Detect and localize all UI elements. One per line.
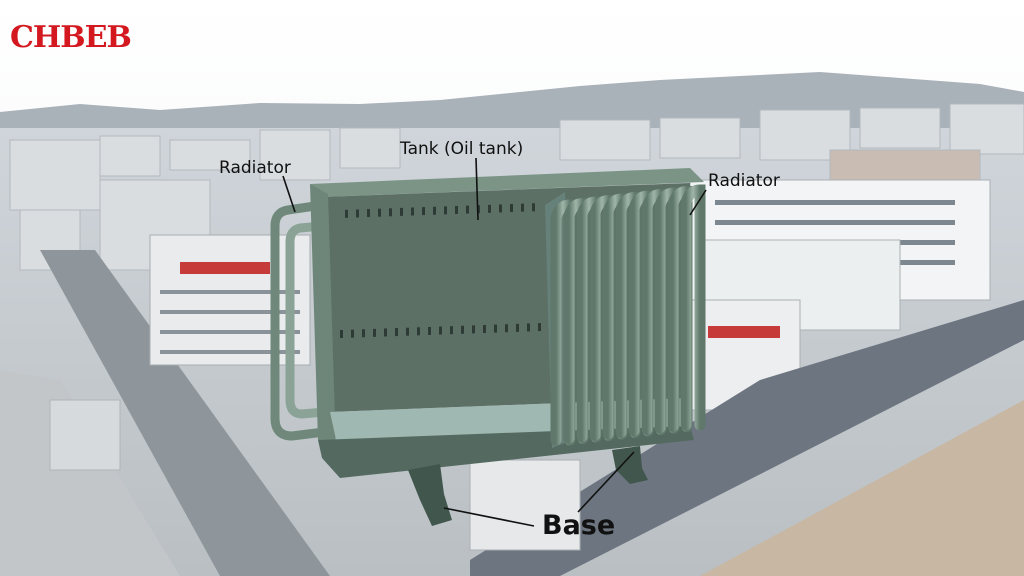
- vent-slot: [378, 208, 381, 217]
- vent-slot: [417, 327, 420, 336]
- vent-slot: [433, 206, 436, 215]
- vent-slot: [450, 326, 453, 335]
- vent-slot: [488, 204, 491, 213]
- vent-slot: [395, 328, 398, 337]
- vent-slot: [367, 209, 370, 218]
- label-base: Base: [542, 510, 616, 541]
- road: [40, 250, 330, 576]
- vent-slot: [477, 205, 480, 214]
- long-roof: [470, 300, 1024, 576]
- vent-slot: [428, 326, 431, 335]
- vent-slot: [538, 323, 541, 332]
- base-rail-left: [408, 464, 452, 526]
- vent-slot: [516, 323, 519, 332]
- vent-slot: [499, 204, 502, 213]
- vent-slot: [340, 330, 343, 338]
- vent-slot: [384, 328, 387, 337]
- vent-slot: [532, 203, 535, 212]
- radiator-fin: [680, 184, 706, 431]
- vent-slot: [389, 208, 392, 217]
- leader-lines: [282, 157, 707, 527]
- dirt-yard: [700, 400, 1024, 576]
- vent-slot: [483, 324, 486, 333]
- vent-slot: [439, 326, 442, 335]
- vent-slot: [422, 207, 425, 216]
- radiator-right: [550, 184, 706, 446]
- base-rail-right: [612, 446, 648, 484]
- brand-logo: CHBEB: [10, 20, 132, 55]
- vent-slot: [345, 209, 348, 218]
- radiator-left: [270, 200, 329, 441]
- vent-slot: [505, 324, 508, 333]
- vent-slot: [444, 206, 447, 215]
- vent-slot: [411, 207, 414, 216]
- bottom-building: [469, 459, 581, 551]
- vent-slot: [510, 204, 513, 213]
- distant-buildings: [9, 103, 1024, 271]
- tank-left-wall: [310, 184, 336, 452]
- label-tank: Tank (Oil tank): [400, 139, 524, 159]
- left-building-windows: [160, 290, 300, 354]
- vent-slot: [406, 327, 409, 336]
- vent-slot: [466, 205, 469, 214]
- vent-slot: [351, 329, 354, 338]
- vent-slot: [356, 209, 359, 218]
- vent-slot: [527, 323, 530, 332]
- vent-slot: [400, 207, 403, 216]
- vent-slot: [373, 328, 376, 337]
- vent-slot: [461, 325, 464, 334]
- tank-vent-slots: [340, 203, 541, 338]
- vent-slot: [494, 324, 497, 333]
- vent-slot: [455, 205, 458, 214]
- tank-top-rim: [310, 168, 704, 197]
- low-building: [49, 399, 121, 471]
- base: [408, 446, 648, 526]
- vent-slot: [472, 325, 475, 334]
- left-building: [149, 234, 311, 366]
- building-sign-right: [708, 326, 780, 338]
- building-sign-left: [180, 262, 270, 274]
- vent-slot: [362, 329, 365, 338]
- label-radiator-left: Radiator: [219, 158, 291, 178]
- lower-left-block: [0, 370, 180, 576]
- label-radiator-right: Radiator: [708, 171, 780, 191]
- vent-slot: [521, 203, 524, 212]
